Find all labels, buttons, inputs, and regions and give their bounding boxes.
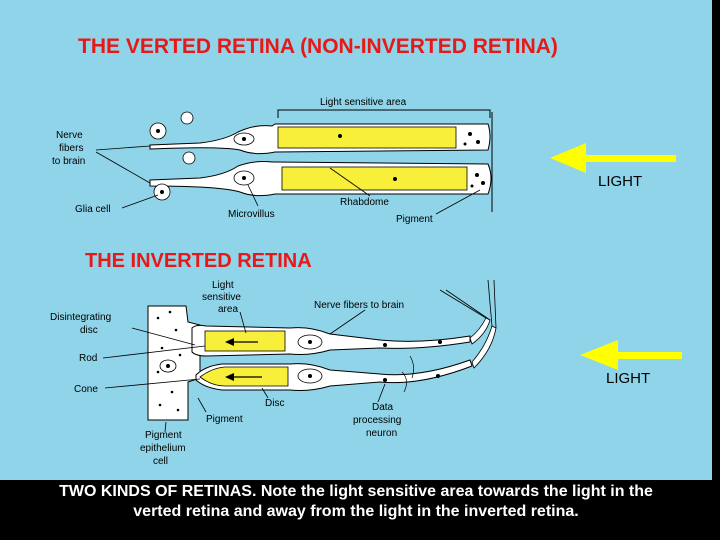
label-disc-top: disc bbox=[80, 325, 98, 336]
label-microvillus: Microvillus bbox=[228, 209, 275, 220]
label-fibers: fibers bbox=[59, 143, 83, 154]
inverted-rod bbox=[191, 324, 471, 357]
nerve-fiber-bundle bbox=[401, 279, 497, 393]
label-to-brain: to brain bbox=[52, 156, 85, 167]
title-verted: THE VERTED RETINA (NON-INVERTED RETINA) bbox=[78, 35, 558, 58]
caption-line-2: verted retina and away from the light in… bbox=[133, 503, 579, 520]
verted-retina: Light sensitive area bbox=[52, 97, 676, 225]
title-inverted: THE INVERTED RETINA bbox=[85, 250, 312, 272]
glia-cells bbox=[149, 111, 196, 201]
label-data: Data bbox=[372, 402, 394, 413]
label-sensitive: sensitive bbox=[202, 292, 241, 303]
inverted-retina: Light sensitive area Nerve fibers to bra… bbox=[50, 279, 682, 467]
pigment-epithelium bbox=[147, 305, 201, 421]
label-rhabdome: Rhabdome bbox=[340, 197, 389, 208]
label-pigment-verted: Pigment bbox=[396, 214, 433, 225]
inverted-cone bbox=[195, 359, 473, 391]
label-processing: processing bbox=[353, 415, 401, 426]
label-cone: Cone bbox=[74, 384, 98, 395]
label-epithelium: epithelium bbox=[140, 443, 186, 454]
label-neuron: neuron bbox=[366, 428, 397, 439]
label-pigment-inverted: Pigment bbox=[206, 414, 243, 425]
caption-line-1: TWO KINDS OF RETINAS. Note the light sen… bbox=[59, 483, 653, 500]
label-nerve: Nerve bbox=[56, 130, 83, 141]
label-light-verted: LIGHT bbox=[598, 173, 642, 190]
label-cell: cell bbox=[153, 456, 168, 467]
label-light-inverted: LIGHT bbox=[606, 370, 650, 387]
caption: TWO KINDS OF RETINAS. Note the light sen… bbox=[0, 482, 712, 540]
label-disc: Disc bbox=[265, 398, 284, 409]
light-arrow-verted bbox=[550, 143, 676, 173]
verted-receptor-lower bbox=[149, 161, 492, 197]
label-light: Light bbox=[212, 280, 234, 291]
retina-diagram: THE VERTED RETINA (NON-INVERTED RETINA) … bbox=[50, 35, 682, 467]
verted-receptor-upper bbox=[149, 123, 491, 155]
diagram-canvas: THE VERTED RETINA (NON-INVERTED RETINA) … bbox=[0, 0, 712, 480]
label-pigment-epi: Pigment bbox=[145, 430, 182, 441]
right-border bbox=[712, 0, 720, 540]
label-rod: Rod bbox=[79, 353, 97, 364]
label-nerve-fibers-to-brain: Nerve fibers to brain bbox=[314, 300, 404, 311]
label-glia-cell: Glia cell bbox=[75, 204, 111, 215]
label-disintegrating: Disintegrating bbox=[50, 312, 111, 323]
light-arrow-inverted bbox=[580, 340, 682, 370]
label-area: area bbox=[218, 304, 238, 315]
label-light-sensitive-area: Light sensitive area bbox=[320, 97, 407, 108]
